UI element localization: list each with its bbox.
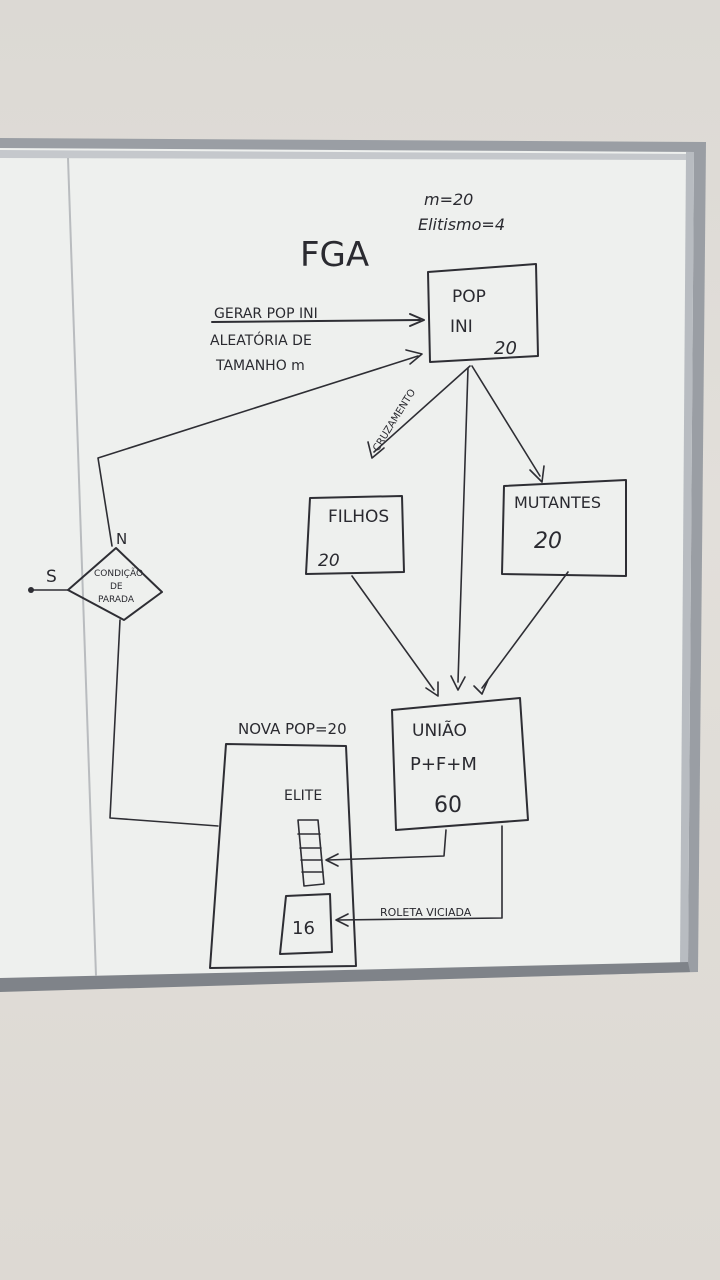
param-m: m=20: [424, 190, 473, 209]
nova-pop-to-condition-line: [109, 619, 219, 827]
filhos-box: [305, 495, 405, 575]
generate-arrow: [211, 319, 421, 323]
nova-pop-box: [209, 743, 357, 969]
mutation-arrow: [471, 365, 541, 477]
stop-exit-dot: [28, 587, 34, 593]
generate-note-line3: TAMANHO m: [215, 358, 305, 374]
pop-ini-size: 20: [494, 338, 517, 359]
mutation-arrow-head: [529, 465, 545, 483]
generate-arrow-head: [409, 313, 425, 327]
elite-label: ELITE: [284, 788, 322, 804]
mutantes-to-union-arrow: [481, 571, 569, 689]
mutantes-size: 20: [534, 529, 562, 554]
generate-note-line1: GERAR POP INI: [214, 306, 318, 322]
pop-to-union-arrow-head: [450, 675, 466, 691]
pop-ini-line1: POP: [452, 287, 486, 307]
board-seam: [67, 157, 97, 977]
roleta-box: [279, 893, 333, 955]
pop-to-union-arrow: [457, 367, 469, 683]
union-to-elite-arrow: [327, 829, 447, 861]
pop-ini-line2: INI: [450, 317, 473, 337]
loop-back-arrow: [97, 355, 419, 547]
stop-condition-line1: CONDIÇÃO: [94, 568, 143, 579]
filhos-to-union-arrow: [351, 575, 435, 691]
elite-stack: [297, 819, 325, 887]
union-to-elite-arrow-head: [325, 853, 339, 867]
uniao-size: 60: [434, 793, 462, 818]
stop-condition-diamond: [67, 547, 163, 621]
uniao-box: [391, 697, 529, 831]
roleta-arrow-head: [335, 913, 349, 927]
roleta-size: 16: [292, 918, 315, 939]
roleta-arrow: [337, 825, 503, 921]
crossover-arrow: [373, 365, 471, 453]
loop-back-arrow-head: [405, 349, 423, 365]
stop-condition-line2: DE: [110, 582, 123, 592]
filhos-to-union-arrow-head: [425, 681, 439, 697]
stop-yes-label: S: [46, 567, 57, 587]
stop-condition-line3: PARADA: [98, 595, 135, 605]
uniao-formula: P+F+M: [410, 754, 477, 775]
nova-pop-label: NOVA POP=20: [238, 720, 347, 738]
generate-note-line2: ALEATÓRIA DE: [210, 331, 312, 349]
roleta-label: ROLETA VICIADA: [380, 906, 472, 919]
pop-ini-box: [427, 263, 539, 363]
param-elitismo: Elitismo=4: [418, 215, 505, 234]
mutantes-box: [501, 479, 627, 577]
crossover-arrow-head: [367, 441, 385, 459]
diagram-title: FGA: [300, 235, 369, 275]
stop-no-label: N: [116, 530, 127, 548]
filhos-size: 20: [318, 551, 340, 571]
filhos-label: FILHOS: [328, 507, 389, 527]
uniao-label: UNIÃO: [412, 719, 467, 741]
mutantes-label: MUTANTES: [514, 493, 601, 512]
mutantes-to-union-arrow-head: [473, 679, 489, 695]
